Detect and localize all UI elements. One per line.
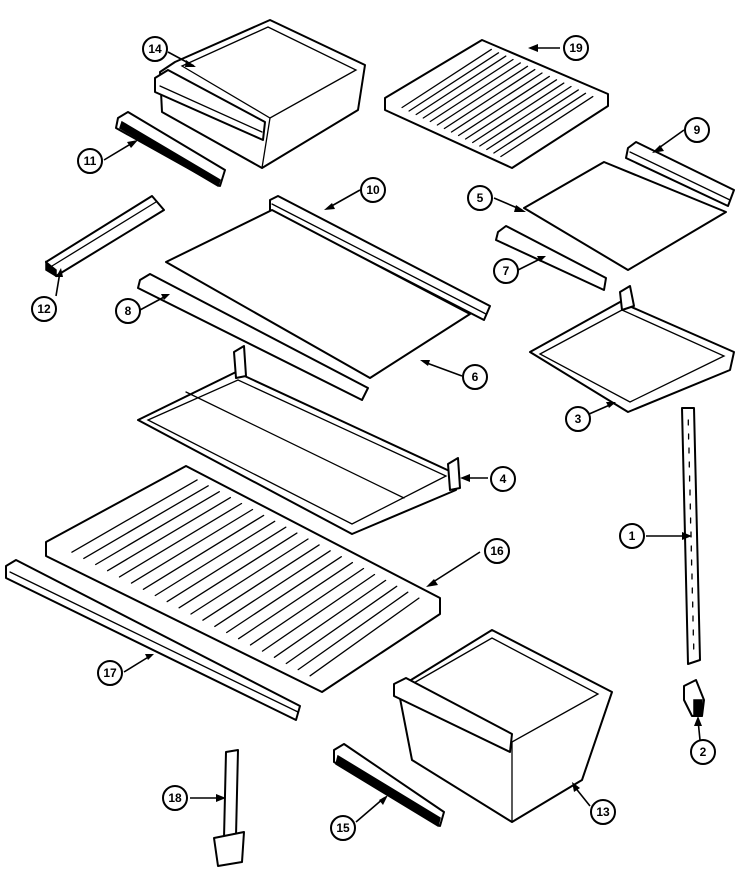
part-3-shelf-frame — [529, 285, 735, 413]
part-11-cover-rail — [115, 111, 226, 188]
callout-label-10: 10 — [366, 183, 380, 197]
part-19-wire-shelf — [384, 39, 609, 169]
callout-label-11: 11 — [84, 154, 97, 168]
callout-6: 6 — [462, 364, 488, 390]
part-18-stem — [213, 749, 245, 867]
part-6-glass-shelf — [165, 209, 471, 379]
callout-label-3: 3 — [575, 412, 582, 426]
callout-2: 2 — [690, 739, 716, 765]
callout-label-13: 13 — [596, 805, 610, 819]
callout-7: 7 — [493, 258, 519, 284]
callout-label-8: 8 — [125, 304, 132, 318]
callout-label-2: 2 — [700, 745, 707, 759]
callout-9: 9 — [684, 117, 710, 143]
callout-label-6: 6 — [472, 370, 479, 384]
callout-19: 19 — [563, 35, 589, 61]
callout-14: 14 — [142, 36, 168, 62]
callout-16: 16 — [484, 538, 510, 564]
part-9-shelf-trim — [625, 141, 735, 207]
part-14-crisper-drawer — [154, 19, 366, 169]
callout-label-1: 1 — [629, 529, 636, 543]
part-7-shelf-trim — [495, 225, 607, 291]
callout-18: 18 — [162, 785, 188, 811]
callout-17: 17 — [97, 660, 123, 686]
callout-label-9: 9 — [694, 123, 701, 137]
callout-5: 5 — [467, 185, 493, 211]
part-12-bracket — [45, 195, 165, 278]
callout-label-14: 14 — [148, 42, 162, 56]
part-8-shelf-trim — [137, 273, 369, 401]
callout-15: 15 — [330, 815, 356, 841]
callout-label-16: 16 — [490, 544, 504, 558]
callout-1: 1 — [619, 523, 645, 549]
part-4-shelf-frame — [137, 345, 461, 535]
callout-8: 8 — [115, 298, 141, 324]
callout-13: 13 — [590, 799, 616, 825]
callout-12: 12 — [31, 296, 57, 322]
callout-label-4: 4 — [500, 472, 507, 486]
callout-label-19: 19 — [569, 41, 583, 55]
part-15-cover-rail — [333, 743, 445, 828]
part-2-rail-clip — [683, 679, 705, 717]
callout-10: 10 — [360, 177, 386, 203]
part-5-glass-shelf — [523, 161, 727, 271]
part-17-front-trim — [5, 559, 301, 721]
callout-label-15: 15 — [336, 821, 350, 835]
callout-label-12: 12 — [37, 302, 51, 316]
callout-label-7: 7 — [503, 264, 510, 278]
callout-4: 4 — [490, 466, 516, 492]
part-13-crisper-drawer — [393, 629, 613, 823]
callout-label-18: 18 — [168, 791, 182, 805]
part-16-wire-shelf — [45, 465, 441, 693]
callout-label-5: 5 — [477, 191, 484, 205]
callout-11: 11 — [77, 148, 103, 174]
part-10-long-trim — [269, 195, 491, 321]
callout-3: 3 — [565, 406, 591, 432]
callout-label-17: 17 — [103, 666, 117, 680]
leader-lines — [55, 44, 702, 823]
